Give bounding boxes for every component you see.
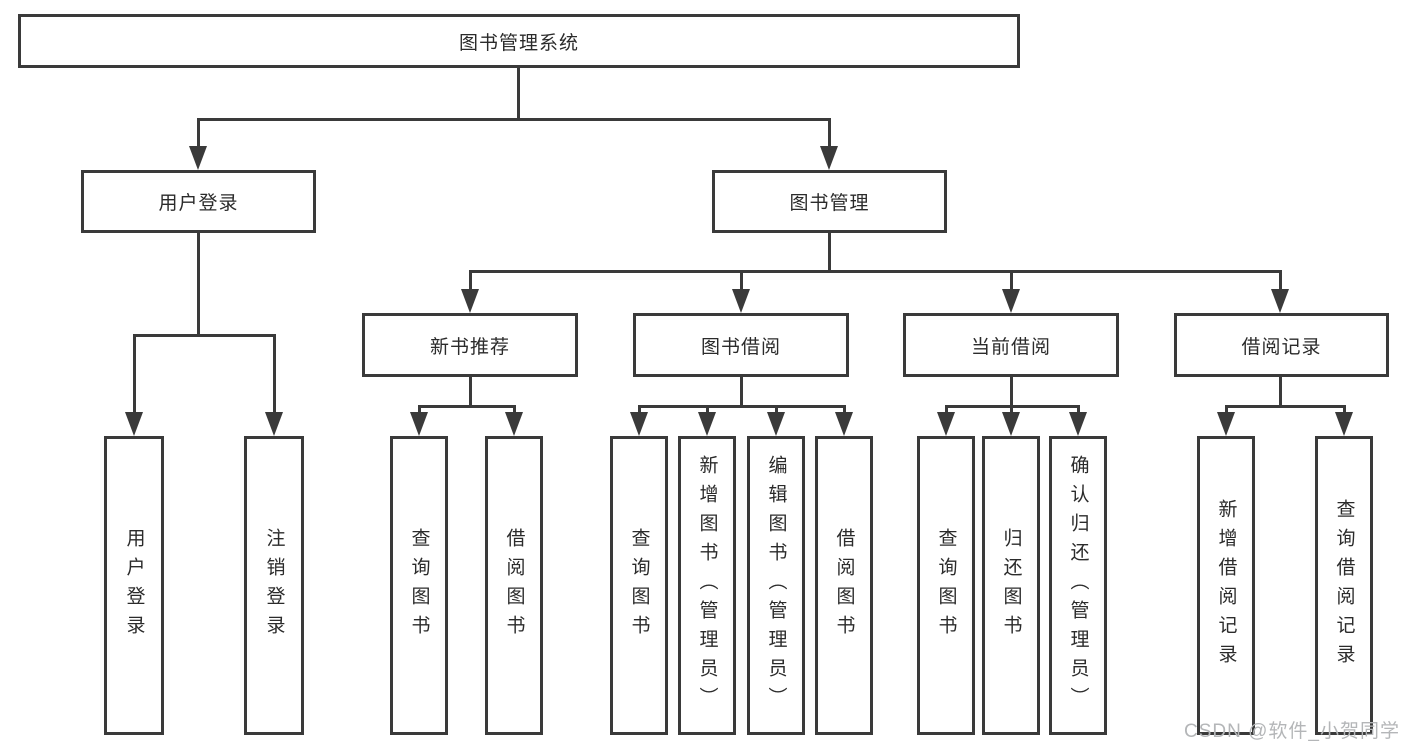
- arrow-down-icon: [1217, 412, 1235, 436]
- leaf-recommend-query-books-label: 查询图书: [408, 527, 430, 644]
- arrow-down-icon: [265, 412, 283, 436]
- arrow-down-icon: [732, 289, 750, 313]
- arrow-down-icon: [1335, 412, 1353, 436]
- node-current-borrowing-label: 当前借阅: [970, 336, 1051, 358]
- node-book-borrowing: 图书借阅: [633, 313, 849, 377]
- leaf-edit-books-admin: 编辑图书（管理员）: [747, 436, 805, 735]
- node-book-management: 图书管理: [712, 170, 947, 233]
- connector-line: [1279, 377, 1282, 408]
- connector-line: [469, 270, 1282, 273]
- arrow-down-icon: [1002, 412, 1020, 436]
- connector-line: [1077, 405, 1080, 417]
- leaf-confirm-return-admin-label: 确认归还（管理员）: [1067, 455, 1089, 716]
- leaf-add-books-admin-label: 新增图书（管理员）: [696, 455, 718, 716]
- connector-line: [1279, 270, 1282, 294]
- leaf-current-query-books-label: 查询图书: [935, 527, 957, 644]
- connector-line: [1010, 270, 1013, 294]
- node-book-management-label: 图书管理: [789, 193, 870, 214]
- leaf-return-books-label: 归还图书: [1000, 527, 1022, 644]
- leaf-borrow-query-books-label: 查询图书: [628, 527, 650, 644]
- arrow-down-icon: [835, 412, 853, 436]
- connector-line: [273, 334, 276, 416]
- connector-line: [197, 118, 200, 150]
- connector-line: [133, 334, 136, 416]
- leaf-current-query-books: 查询图书: [917, 436, 975, 735]
- connector-line: [197, 118, 831, 121]
- node-new-book-recommend: 新书推荐: [362, 313, 578, 377]
- node-root-label: 图书管理系统: [458, 32, 579, 54]
- node-borrowing-records-label: 借阅记录: [1241, 336, 1322, 358]
- node-borrowing-records: 借阅记录: [1174, 313, 1389, 377]
- connector-line: [740, 377, 743, 408]
- connector-line: [740, 270, 743, 294]
- leaf-logout: 注销登录: [244, 436, 304, 735]
- connector-line: [828, 233, 831, 273]
- arrow-down-icon: [189, 146, 207, 170]
- arrow-down-icon: [767, 412, 785, 436]
- leaf-query-borrow-record-label: 查询借阅记录: [1333, 498, 1355, 673]
- arrow-down-icon: [937, 412, 955, 436]
- connector-line: [133, 334, 275, 337]
- node-current-borrowing: 当前借阅: [903, 313, 1119, 377]
- node-book-borrowing-label: 图书借阅: [700, 336, 781, 358]
- connector-line: [1010, 405, 1013, 417]
- connector-line: [1225, 405, 1228, 417]
- node-root: 图书管理系统: [18, 14, 1020, 68]
- arrow-down-icon: [820, 146, 838, 170]
- connector-line: [775, 405, 778, 417]
- leaf-add-borrow-record: 新增借阅记录: [1197, 436, 1255, 735]
- connector-line: [469, 270, 472, 294]
- connector-line: [843, 405, 846, 417]
- connector-line: [1225, 405, 1346, 408]
- arrow-down-icon: [461, 289, 479, 313]
- arrow-down-icon: [410, 412, 428, 436]
- leaf-user-login: 用户登录: [104, 436, 164, 735]
- node-user-login: 用户登录: [81, 170, 316, 233]
- leaf-logout-label: 注销登录: [263, 527, 285, 644]
- arrow-down-icon: [505, 412, 523, 436]
- leaf-return-books: 归还图书: [982, 436, 1040, 735]
- connector-line: [1343, 405, 1346, 417]
- leaf-user-login-label: 用户登录: [123, 527, 145, 644]
- leaf-query-borrow-record: 查询借阅记录: [1315, 436, 1373, 735]
- leaf-recommend-borrow-books: 借阅图书: [485, 436, 543, 735]
- arrow-down-icon: [630, 412, 648, 436]
- connector-line: [945, 405, 948, 417]
- arrow-down-icon: [1069, 412, 1087, 436]
- leaf-borrow-query-books: 查询图书: [610, 436, 668, 735]
- connector-line: [469, 377, 472, 408]
- connector-line: [706, 405, 709, 417]
- connector-line: [828, 118, 831, 150]
- connector-line: [638, 405, 641, 417]
- leaf-confirm-return-admin: 确认归还（管理员）: [1049, 436, 1107, 735]
- leaf-recommend-borrow-books-label: 借阅图书: [503, 527, 525, 644]
- node-user-login-label: 用户登录: [158, 193, 239, 214]
- leaf-recommend-query-books: 查询图书: [390, 436, 448, 735]
- connector-line: [1010, 377, 1013, 408]
- connector-line: [197, 233, 200, 337]
- connector-line: [517, 68, 520, 121]
- arrow-down-icon: [698, 412, 716, 436]
- arrow-down-icon: [1271, 289, 1289, 313]
- node-new-book-recommend-label: 新书推荐: [429, 336, 510, 358]
- leaf-edit-books-admin-label: 编辑图书（管理员）: [765, 455, 787, 716]
- connector-line: [513, 405, 516, 417]
- leaf-add-borrow-record-label: 新增借阅记录: [1215, 498, 1237, 673]
- leaf-borrow-books: 借阅图书: [815, 436, 873, 735]
- leaf-add-books-admin: 新增图书（管理员）: [678, 436, 736, 735]
- arrow-down-icon: [125, 412, 143, 436]
- csdn-watermark: CSDN @软件_小贺同学: [1184, 721, 1400, 742]
- leaf-borrow-books-label: 借阅图书: [833, 527, 855, 644]
- connector-line: [638, 405, 846, 408]
- arrow-down-icon: [1002, 289, 1020, 313]
- connector-line: [418, 405, 516, 408]
- connector-line: [418, 405, 421, 417]
